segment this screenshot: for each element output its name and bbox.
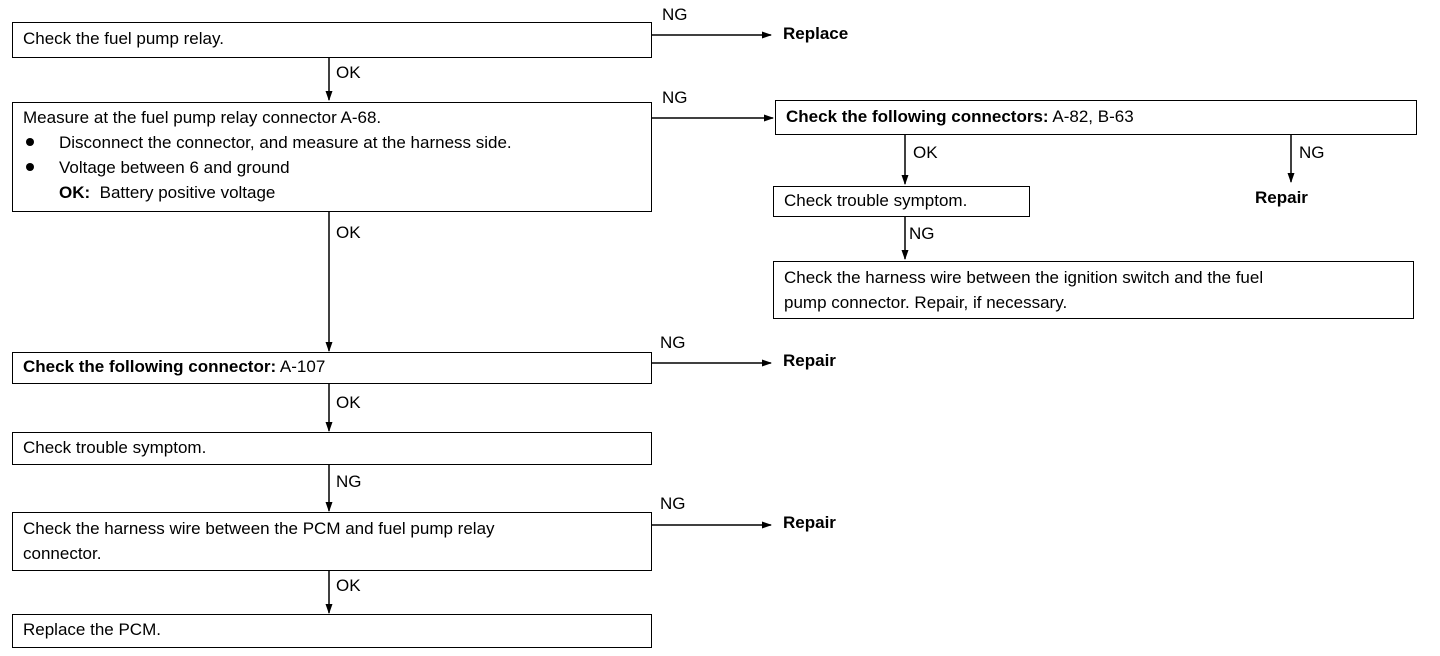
bullet-text: Voltage between 6 and ground bbox=[59, 158, 290, 177]
outcome-replace: Replace bbox=[783, 24, 849, 43]
step-check-harness-ignition: Check the harness wire between the ignit… bbox=[773, 261, 1414, 319]
bullet-icon bbox=[26, 163, 34, 171]
step-measure-relay-connector: Measure at the fuel pump relay connector… bbox=[12, 102, 652, 212]
step-check-trouble-symptom-right: Check trouble symptom. bbox=[773, 186, 1030, 217]
step-text-rest: A-82, B-63 bbox=[1048, 107, 1134, 126]
bullet-text: Disconnect the connector, and measure at… bbox=[59, 133, 512, 152]
ok-criterion-value: Battery positive voltage bbox=[99, 183, 276, 202]
step-text-line2: pump connector. Repair, if necessary. bbox=[784, 293, 1068, 312]
ok-criterion: OK: Battery positive voltage bbox=[23, 180, 642, 205]
step-check-connector-a107: Check the following connector: A-107 bbox=[12, 352, 652, 384]
bullet-item: Disconnect the connector, and measure at… bbox=[23, 130, 642, 155]
label-ng: NG bbox=[662, 5, 688, 24]
step-text-line1: Check the harness wire between the PCM a… bbox=[23, 519, 495, 538]
step-text-line1: Check the harness wire between the ignit… bbox=[784, 268, 1264, 287]
step-text-bold: Check the following connector: bbox=[23, 357, 277, 376]
label-ng: NG bbox=[336, 472, 362, 491]
step-title: Measure at the fuel pump relay connector… bbox=[23, 108, 382, 127]
step-check-trouble-symptom-main: Check trouble symptom. bbox=[12, 432, 652, 465]
step-check-fuel-pump-relay: Check the fuel pump relay. bbox=[12, 22, 652, 58]
step-text-rest: A-107 bbox=[276, 357, 326, 376]
step-text: Check trouble symptom. bbox=[23, 438, 207, 457]
bullet-icon bbox=[26, 138, 34, 146]
label-ok: OK bbox=[336, 63, 361, 82]
step-text: Check the following connectors: A-82, B-… bbox=[786, 104, 1407, 129]
label-ng: NG bbox=[909, 224, 935, 243]
step-replace-pcm: Replace the PCM. bbox=[12, 614, 652, 648]
ok-criterion-label: OK: bbox=[59, 183, 91, 202]
label-ok: OK bbox=[913, 143, 938, 162]
step-text-line2: connector. bbox=[23, 544, 102, 563]
label-ok: OK bbox=[336, 223, 361, 242]
label-ok: OK bbox=[336, 393, 361, 412]
step-check-harness-pcm: Check the harness wire between the PCM a… bbox=[12, 512, 652, 571]
step-text-bold: Check the following connectors: bbox=[786, 107, 1049, 126]
bullet-item: Voltage between 6 and ground bbox=[23, 155, 642, 180]
step-check-connectors-a82-b63: Check the following connectors: A-82, B-… bbox=[775, 100, 1417, 135]
label-ng: NG bbox=[660, 494, 686, 513]
outcome-repair: Repair bbox=[783, 351, 836, 370]
label-ng: NG bbox=[1299, 143, 1325, 162]
step-text: Replace the PCM. bbox=[23, 620, 161, 639]
outcome-repair: Repair bbox=[783, 513, 836, 532]
label-ng: NG bbox=[662, 88, 688, 107]
label-ok: OK bbox=[336, 576, 361, 595]
label-ng: NG bbox=[660, 333, 686, 352]
outcome-repair: Repair bbox=[1255, 188, 1308, 207]
step-text: Check the fuel pump relay. bbox=[23, 29, 224, 48]
step-text: Check the following connector: A-107 bbox=[23, 354, 642, 379]
step-text: Check trouble symptom. bbox=[784, 191, 968, 210]
